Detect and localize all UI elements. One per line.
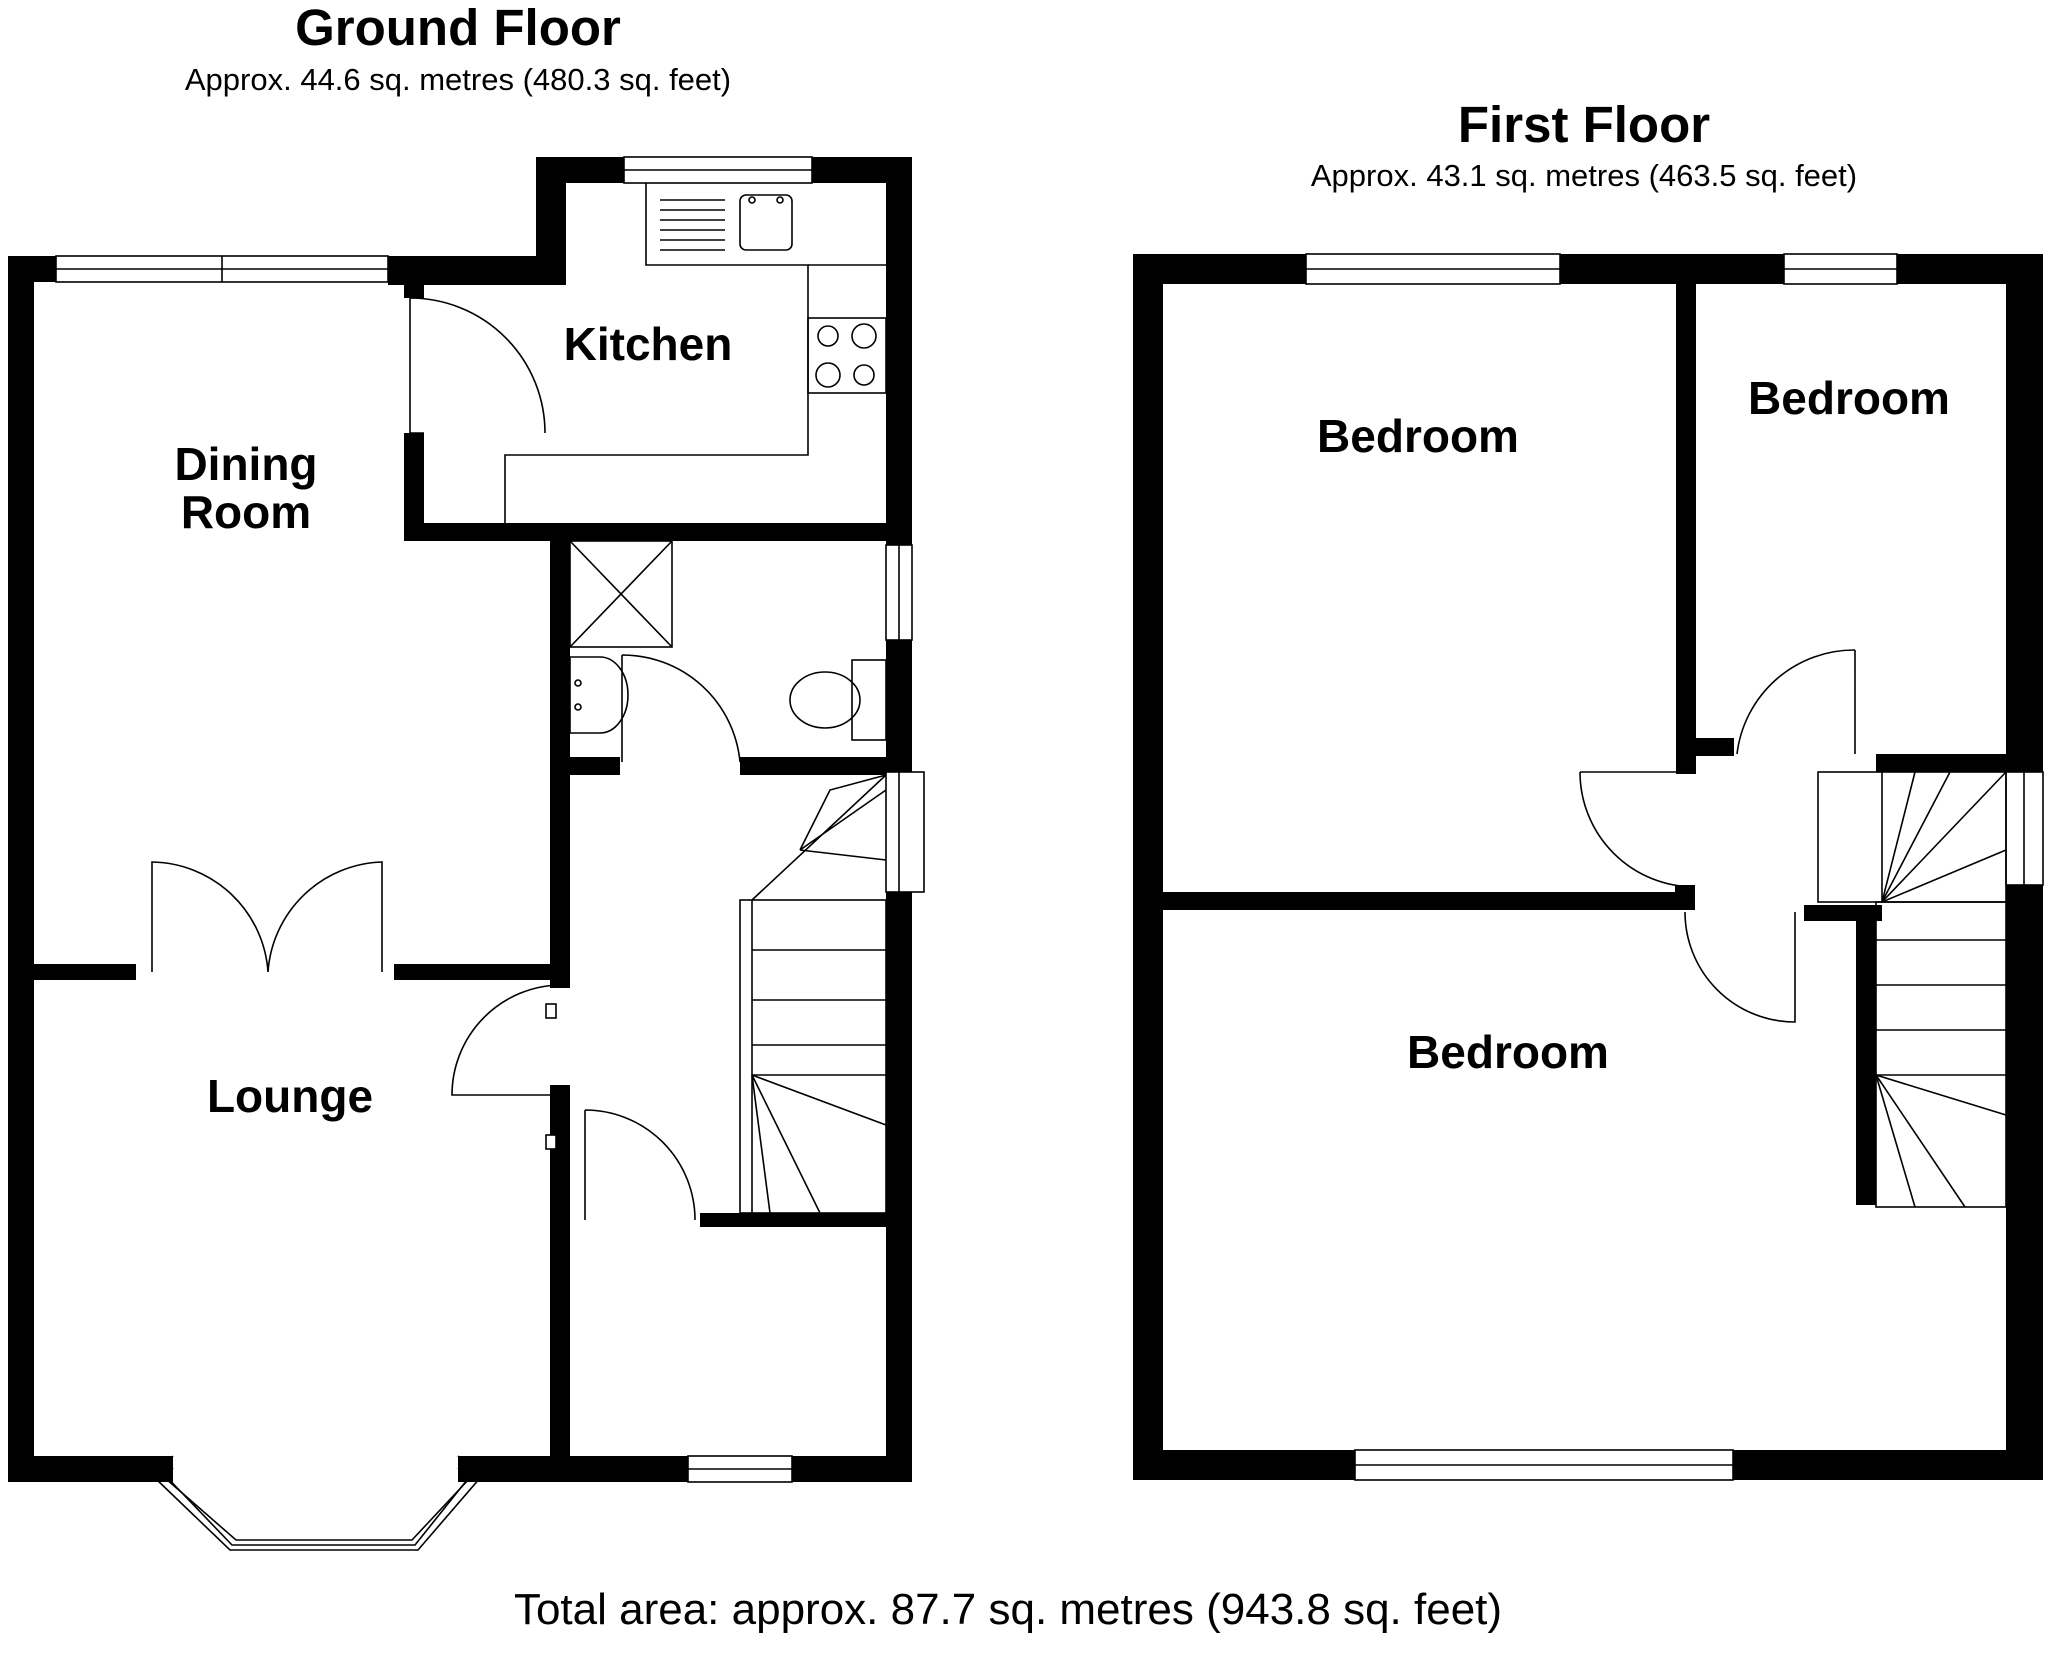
window xyxy=(885,771,925,893)
cupboard-door xyxy=(584,1109,696,1221)
back-door xyxy=(409,297,546,434)
ground-floor-title: Ground Floor xyxy=(295,0,621,56)
ground-floor-windows xyxy=(55,156,925,1551)
first-floor-area: Approx. 43.1 sq. metres (463.5 sq. feet) xyxy=(1311,158,1857,193)
first-floor-walls xyxy=(1133,254,2043,1480)
first-floor-doors xyxy=(1579,649,1856,1023)
sink-icon xyxy=(739,194,793,251)
toilet-icon xyxy=(789,659,887,741)
room-label-bedroom-3: Bedroom xyxy=(1407,1026,1609,1078)
double-doors xyxy=(151,861,383,973)
total-area: Total area: approx. 87.7 sq. metres (943… xyxy=(514,1585,1502,1634)
bedroom-door xyxy=(1736,649,1856,755)
ground-floor: Ground Floor Approx. 44.6 sq. metres (48… xyxy=(8,0,925,1551)
shower-room-fixtures xyxy=(569,540,887,741)
wash-basin-icon xyxy=(569,656,629,734)
first-floor-windows xyxy=(1305,253,2044,1481)
drainer-icon xyxy=(660,199,725,251)
ground-floor-stairs xyxy=(739,774,887,1214)
first-floor-title: First Floor xyxy=(1458,96,1710,153)
ground-floor-area: Approx. 44.6 sq. metres (480.3 sq. feet) xyxy=(185,62,731,97)
hob-icon xyxy=(807,317,887,394)
ground-floor-doors xyxy=(151,297,741,1221)
bedroom-door xyxy=(1579,771,1696,888)
shower-room-door xyxy=(621,654,741,763)
lounge-door xyxy=(451,984,561,1096)
room-label-lounge: Lounge xyxy=(207,1070,373,1122)
room-label-dining-room: Dining xyxy=(174,438,317,490)
ground-floor-walls xyxy=(8,157,912,1482)
room-label-kitchen: Kitchen xyxy=(564,318,733,370)
shower-tray-icon xyxy=(569,540,673,648)
room-label-bedroom-1: Bedroom xyxy=(1317,410,1519,462)
room-label-dining-room-line2: Room xyxy=(181,486,311,538)
kitchen-fixtures xyxy=(504,183,887,523)
first-floor-stairs xyxy=(1817,771,2007,1208)
first-floor: First Floor Approx. 43.1 sq. metres (463… xyxy=(1133,96,2044,1481)
bedroom-door xyxy=(1684,911,1796,1023)
room-label-bedroom-2: Bedroom xyxy=(1748,372,1950,424)
bay-window xyxy=(153,1455,482,1551)
